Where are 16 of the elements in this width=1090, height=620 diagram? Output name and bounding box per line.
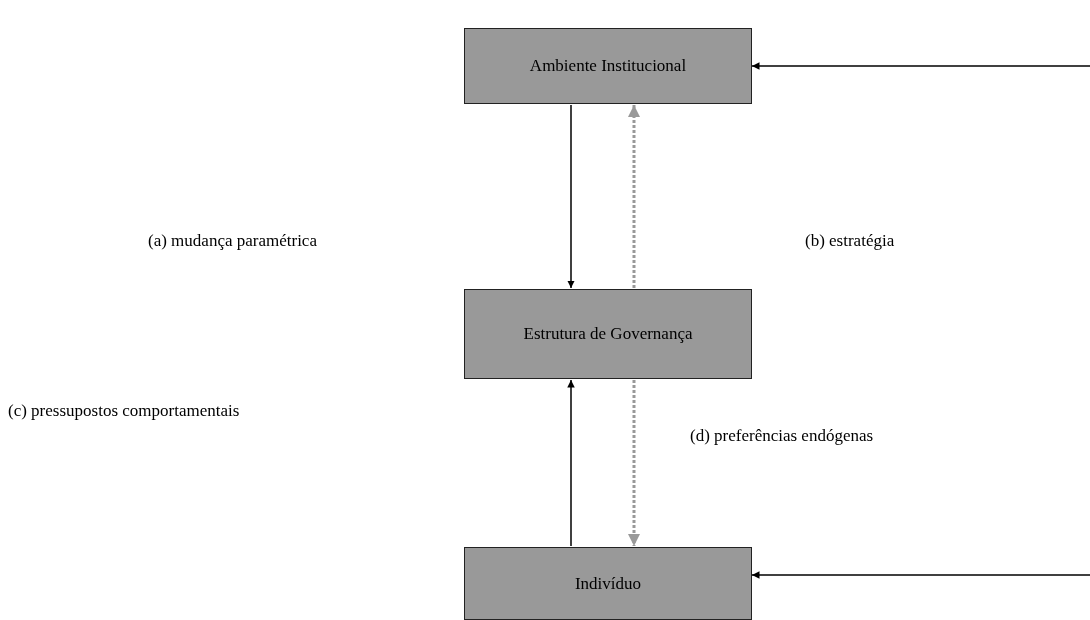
box-label: Estrutura de Governança [523, 324, 693, 344]
arrow [751, 571, 1090, 579]
arrow [751, 62, 1090, 70]
annotation-text: (b) estratégia [805, 231, 895, 251]
arrow [628, 380, 640, 546]
arrow [567, 104, 575, 289]
annotation-text: (d) preferências endógenas [690, 426, 874, 446]
arrow [628, 105, 640, 288]
box-label: Ambiente Institucional [529, 56, 687, 76]
process-box [464, 289, 752, 379]
process-box [464, 547, 752, 620]
arrow [567, 379, 575, 547]
annotation-text: (a) mudança paramétrica [148, 231, 317, 251]
process-box [464, 28, 752, 104]
annotation-text: (c) pressupostos comportamentais [8, 401, 240, 421]
box-label: Indivíduo [574, 573, 642, 594]
